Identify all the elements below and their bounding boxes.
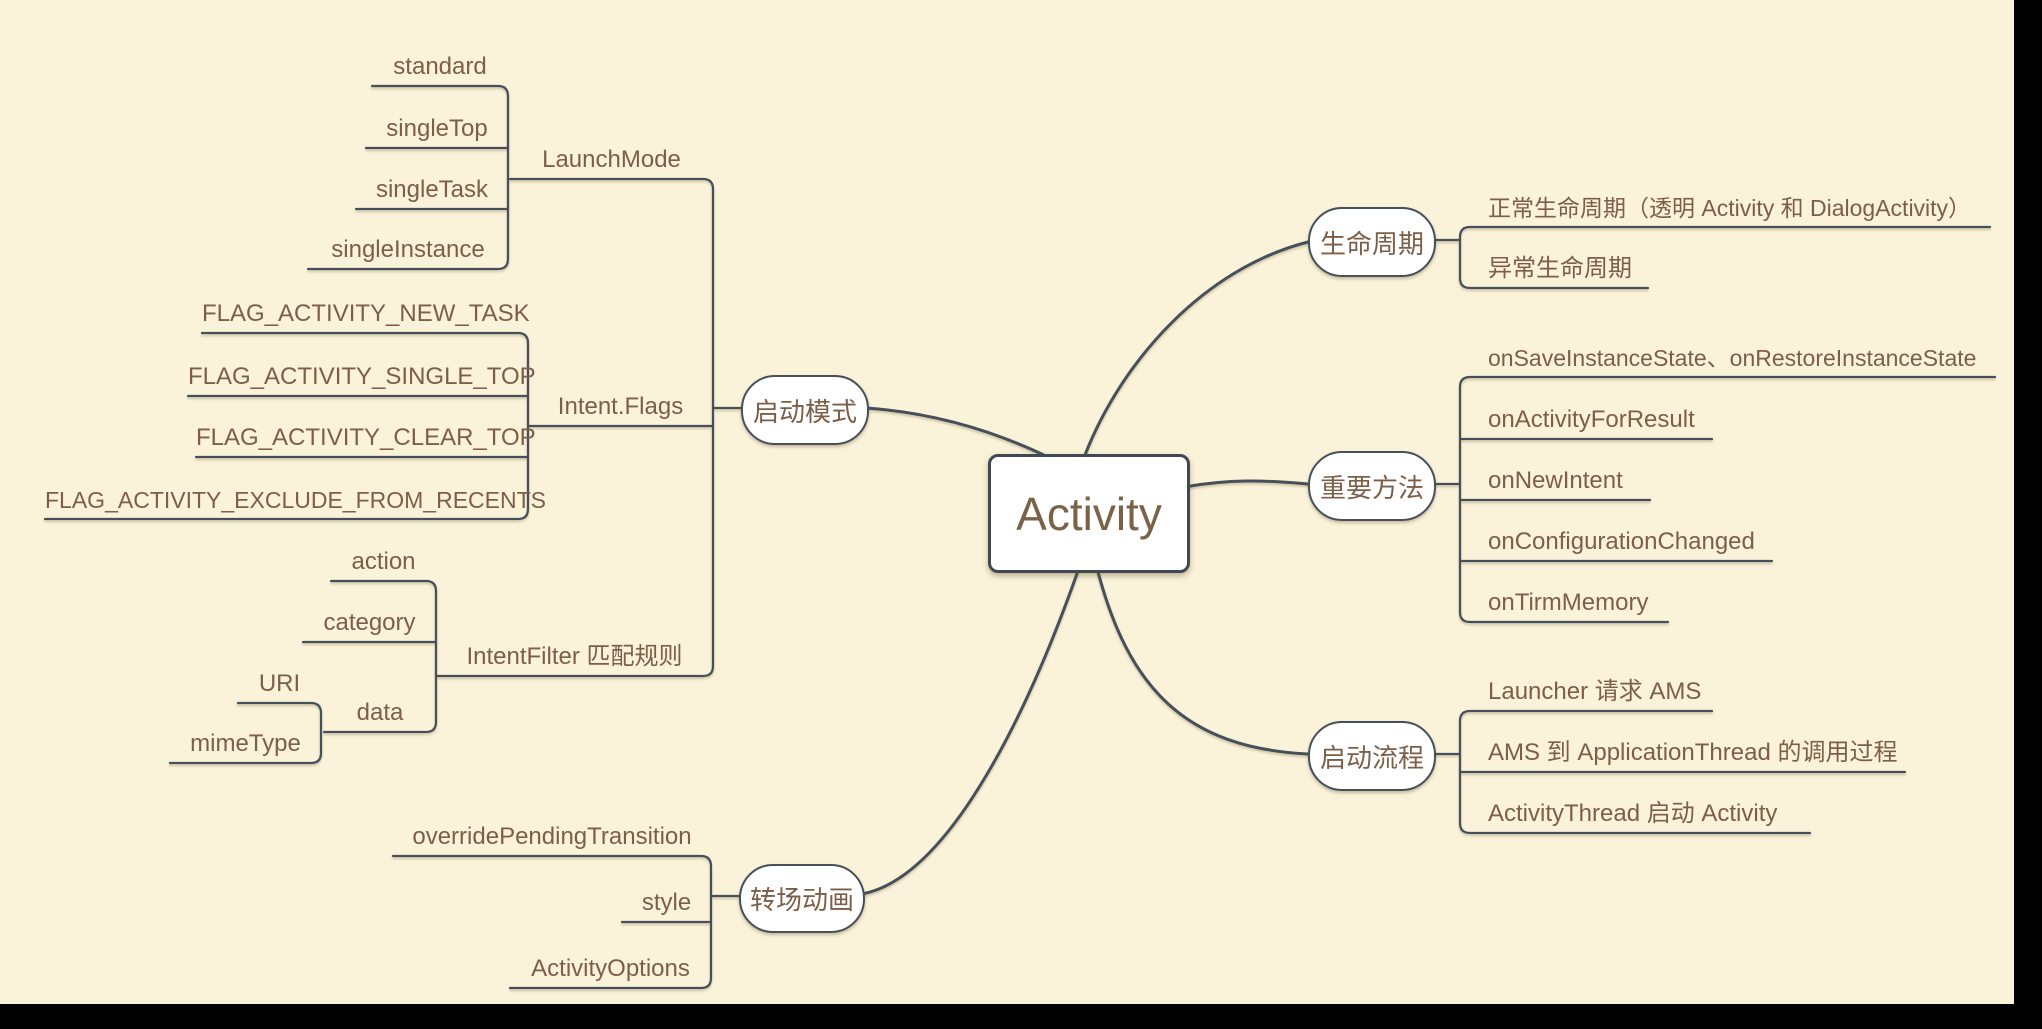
topic-data[interactable]: data bbox=[356, 699, 404, 726]
topic-abnormal-lifecycle[interactable]: 异常生命周期 bbox=[1488, 255, 1632, 282]
root-topic-activity[interactable]: Activity bbox=[988, 454, 1190, 573]
topic-launcher-request-ams[interactable]: Launcher 请求 AMS bbox=[1488, 678, 1702, 705]
topic-important-methods[interactable]: 重要方法 bbox=[1308, 451, 1436, 521]
topic-ams-applicationthread[interactable]: AMS 到 ApplicationThread 的调用过程 bbox=[1488, 739, 1898, 766]
topic-style[interactable]: style bbox=[641, 889, 692, 916]
screen-edge-right bbox=[2014, 0, 2042, 1029]
topic-standard[interactable]: standard bbox=[393, 53, 487, 80]
topic-lifecycle[interactable]: 生命周期 bbox=[1308, 207, 1436, 277]
topic-uri[interactable]: URI bbox=[258, 670, 301, 697]
methods-bracket bbox=[1430, 375, 1997, 624]
topic-onactivityforresult[interactable]: onActivityForResult bbox=[1488, 406, 1695, 433]
topic-launchmode[interactable]: LaunchMode bbox=[542, 146, 681, 173]
topic-intentfilter-rules[interactable]: IntentFilter 匹配规则 bbox=[466, 643, 683, 670]
launch-mode-bracket bbox=[434, 177, 745, 678]
topic-onnewintent[interactable]: onNewIntent bbox=[1488, 467, 1623, 494]
topic-singletop[interactable]: singleTop bbox=[386, 115, 488, 142]
topic-normal-lifecycle[interactable]: 正常生命周期（透明 Activity 和 DialogActivity） bbox=[1488, 195, 1972, 221]
topic-action[interactable]: action bbox=[351, 548, 416, 575]
topic-override-pending-transition[interactable]: overridePendingTransition bbox=[412, 823, 692, 850]
screen-edge-bottom bbox=[0, 1004, 2042, 1029]
topic-flag-clear-top[interactable]: FLAG_ACTIVITY_CLEAR_TOP bbox=[196, 424, 536, 451]
topic-singletask[interactable]: singleTask bbox=[375, 176, 489, 203]
topic-activityoptions[interactable]: ActivityOptions bbox=[531, 955, 690, 982]
topic-onsaveinstancestate[interactable]: onSaveInstanceState、onRestoreInstanceSta… bbox=[1488, 345, 1977, 371]
intent-flags-children-bracket bbox=[43, 331, 530, 521]
launch-flow-bracket bbox=[1430, 709, 1907, 835]
root-branch-curves bbox=[860, 240, 1310, 896]
topic-activitythread-start[interactable]: ActivityThread 启动 Activity bbox=[1488, 800, 1778, 827]
lifecycle-bracket bbox=[1430, 225, 1992, 290]
topic-category[interactable]: category bbox=[323, 609, 416, 636]
topic-onconfigurationchanged[interactable]: onConfigurationChanged bbox=[1488, 528, 1755, 555]
launchmode-children-bracket bbox=[306, 84, 510, 271]
topic-flag-single-top[interactable]: FLAG_ACTIVITY_SINGLE_TOP bbox=[188, 363, 536, 390]
topic-ontirmmemory[interactable]: onTirmMemory bbox=[1488, 589, 1649, 616]
topic-mimetype[interactable]: mimeType bbox=[190, 730, 301, 757]
transition-bracket bbox=[391, 854, 743, 990]
topic-flag-new-task[interactable]: FLAG_ACTIVITY_NEW_TASK bbox=[202, 300, 530, 327]
topic-intent-flags[interactable]: Intent.Flags bbox=[557, 393, 684, 420]
intentfilter-children-bracket bbox=[168, 579, 438, 765]
topic-launch-flow[interactable]: 启动流程 bbox=[1308, 721, 1436, 791]
topic-singleinstance[interactable]: singleInstance bbox=[331, 236, 485, 263]
topic-launch-mode[interactable]: 启动模式 bbox=[741, 375, 869, 445]
topic-flag-exclude-from-recents[interactable]: FLAG_ACTIVITY_EXCLUDE_FROM_RECENTS bbox=[45, 487, 547, 513]
topic-transition-animation[interactable]: 转场动画 bbox=[739, 864, 865, 933]
